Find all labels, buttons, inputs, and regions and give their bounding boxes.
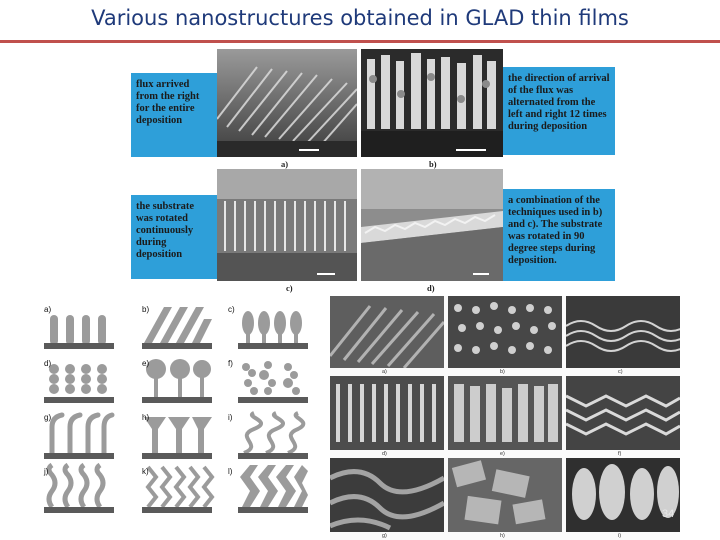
schematic-label-d: d) [44, 359, 52, 368]
sublabel-a: a) [281, 159, 289, 169]
schematic-label-e: e) [142, 359, 150, 368]
schematic-label-k: k) [142, 467, 149, 476]
micrograph-label-e: e) [500, 451, 505, 457]
micrograph-label-i: i) [618, 533, 622, 539]
schematic-label-h: h) [142, 413, 150, 422]
page-number: 34 [662, 508, 675, 520]
micrograph-b [448, 296, 562, 368]
schematic-label-f: f) [228, 359, 233, 368]
micrograph-g [330, 458, 444, 532]
sublabel-b: b) [429, 159, 437, 169]
micrograph-e [448, 376, 562, 450]
caption-d: a combination of the techniques used in … [503, 189, 615, 281]
micrograph-label-b: b) [500, 369, 505, 375]
sem-image-c [217, 169, 357, 281]
glad-sem-figure: flux arrived from the right for the enti… [131, 49, 615, 295]
micrograph-d [330, 376, 444, 450]
schematic-label-i: i) [228, 413, 233, 422]
micrograph-a [330, 296, 444, 368]
micrograph-h [448, 458, 562, 532]
micrograph-i [566, 458, 680, 532]
micrograph-label-f: f) [618, 451, 622, 457]
title-underline [0, 40, 720, 43]
sublabel-d: d) [427, 283, 435, 293]
sem-image-b [361, 49, 503, 157]
nanostructure-schematics: a) b) c) d) e) f) g) h) i) j) k) l) [32, 297, 326, 519]
caption-c: the substrate was rotated continuously d… [131, 195, 217, 279]
micrograph-f [566, 376, 680, 450]
schematic-label-c: c) [228, 305, 235, 314]
micrograph-label-a: a) [382, 369, 387, 375]
slide-title: Various nanostructures obtained in GLAD … [91, 6, 629, 30]
caption-b: the direction of arrival of the flux was… [503, 67, 615, 155]
caption-a: flux arrived from the right for the enti… [131, 73, 217, 157]
sem-image-a [217, 49, 357, 157]
schematic-label-l: l) [228, 467, 233, 476]
micrograph-label-g: g) [382, 533, 387, 539]
micrograph-c [566, 296, 680, 368]
micrograph-label-d: d) [382, 451, 387, 457]
sem-image-d [361, 169, 503, 281]
schematic-label-a: a) [44, 305, 52, 314]
schematic-label-b: b) [142, 305, 150, 314]
schematic-label-j: j) [44, 467, 49, 476]
schematic-label-g: g) [44, 413, 52, 422]
micrograph-label-h: h) [500, 533, 505, 539]
micrograph-label-c: c) [618, 369, 623, 375]
sem-micrograph-grid: a) b) c) d) e) f) g) h) i) [330, 296, 680, 540]
sublabel-c: c) [286, 283, 293, 293]
